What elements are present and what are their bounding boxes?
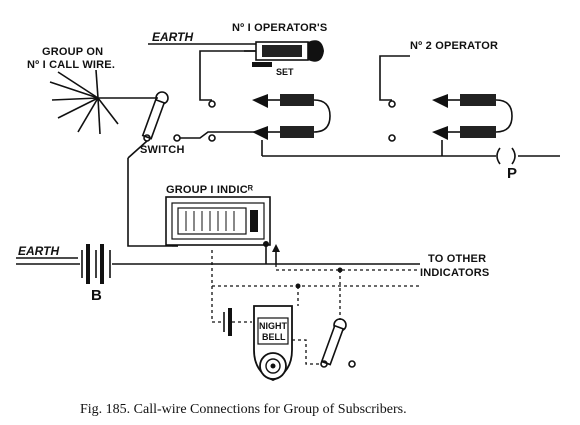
operator2-title: Nº 2 OPERATOR bbox=[410, 40, 498, 52]
plug-label: P bbox=[507, 165, 517, 182]
operator1-set bbox=[244, 40, 324, 67]
switch bbox=[141, 91, 181, 142]
switch-label: SWITCH bbox=[140, 144, 185, 156]
night-bell-label-line2: BELL bbox=[262, 332, 286, 342]
group1-indicator bbox=[165, 196, 271, 247]
bell-battery bbox=[223, 308, 232, 336]
group-label-line2: Nº I CALL WIRE. bbox=[27, 59, 115, 71]
dashed-left-loop bbox=[211, 286, 222, 323]
earth-top-label: EARTH bbox=[152, 30, 193, 44]
switch-down-wire bbox=[127, 158, 172, 247]
dashed-to-other-lower bbox=[211, 250, 420, 287]
earth-left-label: EARTH bbox=[18, 244, 59, 258]
plug-p bbox=[496, 147, 516, 165]
indicator-arrow bbox=[272, 244, 280, 252]
to-other-line2: INDICATORS bbox=[420, 267, 489, 279]
operator2-cord bbox=[379, 55, 410, 101]
to-other-line1: TO OTHER bbox=[428, 253, 486, 265]
switch-to-indicator-wire bbox=[127, 140, 148, 159]
indicator-label: GROUP I INDICᴿ bbox=[166, 184, 253, 196]
dashed-to-other-upper bbox=[275, 264, 420, 271]
night-switch-wire bbox=[292, 339, 321, 365]
subscriber-group-lines bbox=[49, 69, 119, 135]
battery-label: B bbox=[91, 287, 102, 304]
night-switch bbox=[320, 318, 356, 368]
night-bell bbox=[253, 305, 293, 381]
night-bell-label-line1: NIGHT bbox=[259, 321, 288, 331]
operator1-title: Nº I OPERATOR'S bbox=[232, 22, 327, 34]
operator1-set-label: SET bbox=[276, 67, 294, 77]
group-label-line1: GROUP ON bbox=[42, 46, 103, 58]
operator1-cord bbox=[199, 50, 256, 101]
battery-b bbox=[81, 244, 111, 284]
switch-to-jack-wire bbox=[180, 131, 256, 139]
operator1-jacks bbox=[208, 94, 331, 142]
figure-caption: Fig. 185. Call-wire Connections for Grou… bbox=[80, 402, 407, 417]
operator2-jacks bbox=[388, 94, 513, 142]
